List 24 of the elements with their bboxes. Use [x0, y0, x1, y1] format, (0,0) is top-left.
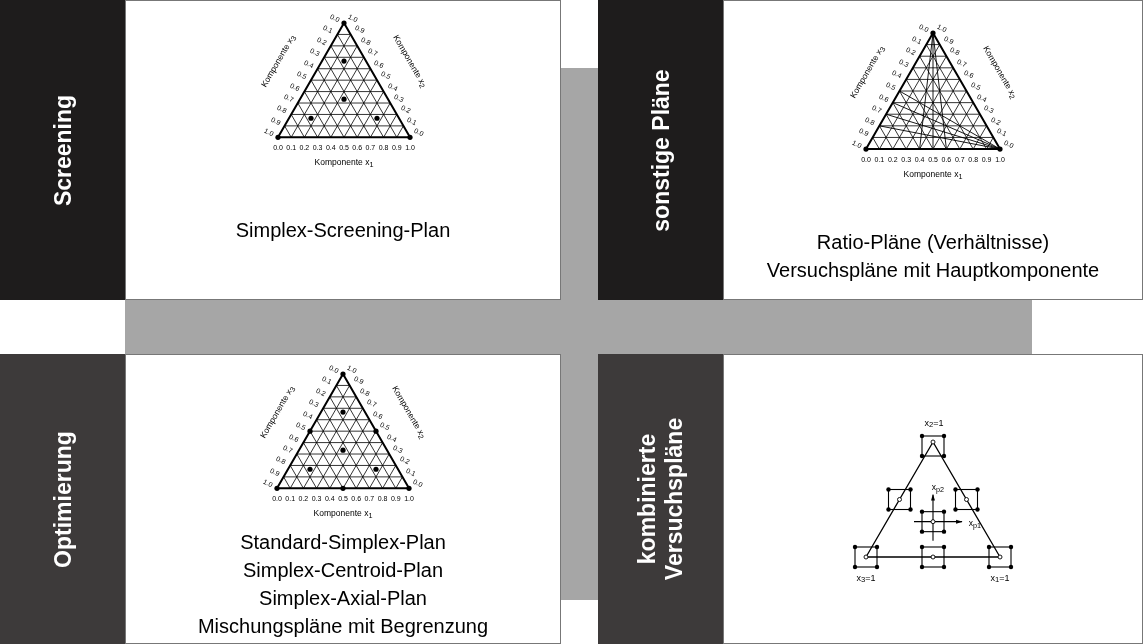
axis-title: Komponente x$_{1}$ — [903, 169, 963, 179]
plan-name: Simplex-Screening-Plan — [235, 218, 451, 243]
point-label: x$_{3}$=1 — [856, 573, 876, 583]
section-title: sonstige Pläne — [647, 67, 674, 234]
section-title: kombinierte Versuchspläne — [633, 416, 688, 583]
plan-name: Mischungspläne mit Begrenzung — [197, 614, 489, 639]
sidebar-band — [0, 354, 125, 644]
plan-name: Simplex-Axial-Plan — [259, 586, 427, 611]
content-panel — [125, 0, 561, 300]
axis-title: Komponente x$_{1}$ — [313, 509, 373, 518]
point-label: x$_{1}$=1 — [990, 573, 1010, 583]
plan-name: Ratio-Pläne (Verhältnisse) — [816, 230, 1050, 255]
section-title: Screening — [49, 93, 76, 208]
point-label: x$_{2}$=1 — [924, 418, 944, 428]
plan-name: Standard-Simplex-Plan — [240, 530, 446, 555]
axis-title: Komponente x$_{1}$ — [314, 158, 374, 167]
section-title: Optimierung — [49, 429, 76, 570]
sidebar-band — [598, 0, 723, 300]
sidebar-band — [598, 354, 723, 644]
plan-name: Versuchspläne mit Hauptkomponente — [766, 258, 1100, 283]
content-panel — [723, 0, 1143, 300]
content-panel — [125, 354, 561, 644]
sidebar-band — [0, 0, 125, 300]
plan-name: Simplex-Centroid-Plan — [242, 558, 444, 583]
